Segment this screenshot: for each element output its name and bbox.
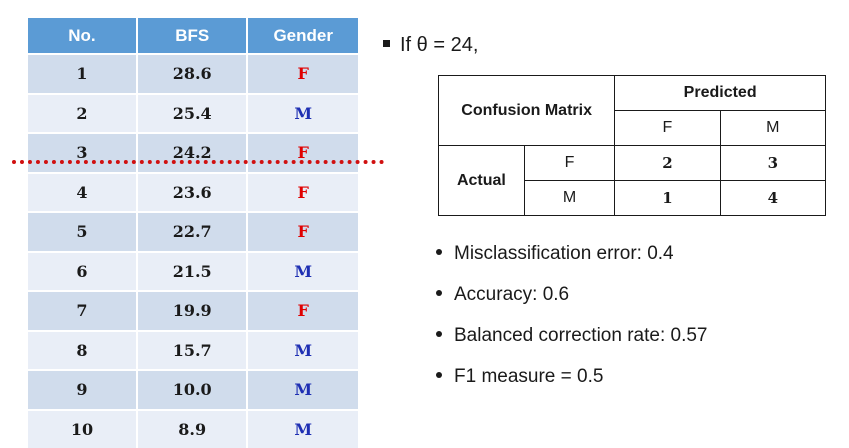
cell-bfs: 19.9: [138, 290, 249, 330]
cell-no: 10: [28, 409, 138, 448]
cm-predicted-label: Predicted: [615, 76, 826, 111]
cell-no: 4: [28, 172, 138, 212]
header-no: No.: [28, 18, 138, 53]
cell-bfs: 8.9: [138, 409, 249, 448]
cell-no: 7: [28, 290, 138, 330]
metric-text: F1 measure = 0.5: [454, 366, 603, 387]
cell-bfs: 25.4: [138, 93, 249, 133]
threshold-dotted-line: [12, 160, 384, 164]
cell-no: 3: [28, 132, 138, 172]
cell-bfs: 22.7: [138, 211, 249, 251]
metric-misclassification: Misclassification error: 0.4: [436, 236, 708, 277]
header-bfs: BFS: [138, 18, 249, 53]
cell-bfs: 10.0: [138, 369, 249, 409]
cell-gender: M: [248, 251, 358, 291]
cm-pred-col-M: M: [720, 111, 825, 146]
cell-gender: M: [248, 93, 358, 133]
metric-f1: F1 measure = 0.5: [436, 359, 708, 400]
cell-bfs: 28.6: [138, 53, 249, 93]
theta-text: If θ = 24,: [400, 34, 478, 56]
header-gender: Gender: [248, 18, 358, 53]
cm-cell-MM: 4: [720, 181, 825, 216]
cm-actual-label: Actual: [439, 146, 525, 216]
bullet-icon: [436, 372, 442, 378]
cell-no: 2: [28, 93, 138, 133]
cm-cell-FM: 3: [720, 146, 825, 181]
cell-gender: F: [248, 132, 358, 172]
cm-actual-row-F: F: [524, 146, 614, 181]
metric-text: Balanced correction rate: 0.57: [454, 325, 708, 346]
cm-title: Confusion Matrix: [439, 76, 615, 146]
cm-actual-row-M: M: [524, 181, 614, 216]
cell-gender: M: [248, 409, 358, 448]
metric-text: Accuracy: 0.6: [454, 284, 569, 305]
confusion-matrix-table: Confusion Matrix Predicted F M Actual F …: [438, 75, 826, 216]
metrics-list: Misclassification error: 0.4 Accuracy: 0…: [436, 236, 708, 400]
theta-statement: If θ = 24,: [383, 34, 478, 57]
cell-no: 5: [28, 211, 138, 251]
cell-no: 1: [28, 53, 138, 93]
cell-gender: M: [248, 330, 358, 370]
metric-accuracy: Accuracy: 0.6: [436, 277, 708, 318]
cell-gender: F: [248, 290, 358, 330]
bullet-icon: [436, 249, 442, 255]
cell-bfs: 24.2: [138, 132, 249, 172]
bullet-icon: [436, 290, 442, 296]
table-header-row: No. BFS Gender: [28, 18, 358, 53]
metric-text: Misclassification error: 0.4: [454, 243, 674, 264]
cell-gender: F: [248, 172, 358, 212]
cm-cell-FF: 2: [615, 146, 720, 181]
cell-no: 9: [28, 369, 138, 409]
cell-bfs: 15.7: [138, 330, 249, 370]
bullet-icon: [436, 331, 442, 337]
square-bullet-icon: [383, 40, 390, 47]
cell-gender: F: [248, 211, 358, 251]
cell-gender: F: [248, 53, 358, 93]
cm-pred-col-F: F: [615, 111, 720, 146]
cm-cell-MF: 1: [615, 181, 720, 216]
cell-no: 8: [28, 330, 138, 370]
metric-balanced-correction-rate: Balanced correction rate: 0.57: [436, 318, 708, 359]
cell-bfs: 21.5: [138, 251, 249, 291]
cell-gender: M: [248, 369, 358, 409]
cell-no: 6: [28, 251, 138, 291]
cell-bfs: 23.6: [138, 172, 249, 212]
